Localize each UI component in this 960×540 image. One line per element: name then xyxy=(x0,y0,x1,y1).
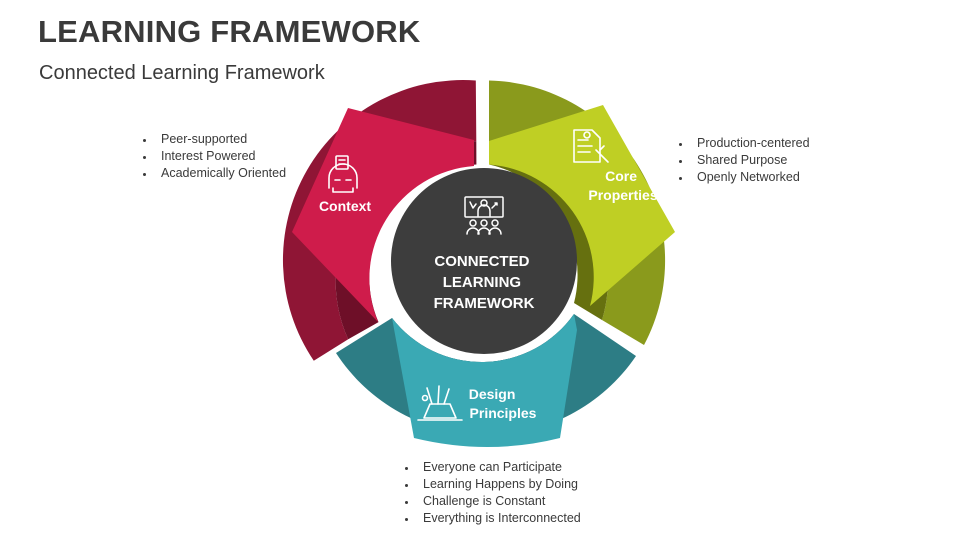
core-inner-ring xyxy=(489,141,609,320)
list-item: Shared Purpose xyxy=(691,152,810,169)
design-principles-bullet-list: Everyone can Participate Learning Happen… xyxy=(397,459,581,527)
list-item: Openly Networked xyxy=(691,169,810,186)
list-item: Learning Happens by Doing xyxy=(417,476,581,493)
list-item: Production-centered xyxy=(691,135,810,152)
list-item: Challenge is Constant xyxy=(417,493,581,510)
core-properties-bullet-list: Production-centered Shared Purpose Openl… xyxy=(671,135,810,186)
head-thinking-icon xyxy=(328,155,358,193)
design-front-panel xyxy=(392,314,577,447)
context-front-panel xyxy=(292,108,474,322)
presentation-audience-icon xyxy=(464,196,504,235)
center-hub[interactable]: CONNECTED LEARNING FRAMEWORK xyxy=(391,168,577,354)
page-subtitle: Connected Learning Framework xyxy=(39,62,325,84)
core-properties-label: Core Properties xyxy=(588,168,657,203)
center-label: CONNECTED LEARNING FRAMEWORK xyxy=(434,253,535,312)
list-item: Peer-supported xyxy=(155,131,286,148)
list-item: Everyone can Participate xyxy=(417,459,581,476)
certificate-document-icon xyxy=(573,129,609,163)
list-item: Academically Oriented xyxy=(155,165,286,182)
core-front-panel xyxy=(489,105,675,306)
context-label: Context xyxy=(319,198,371,214)
list-item: Interest Powered xyxy=(155,148,286,165)
context-bullet-list: Peer-supported Interest Powered Academic… xyxy=(135,131,286,182)
center-circle xyxy=(391,168,577,354)
pencil-cup-icon xyxy=(417,385,463,421)
design-principles-label: Design Principles xyxy=(469,386,537,421)
page-title: LEARNING FRAMEWORK xyxy=(38,14,421,49)
core-properties-segment[interactable]: Core Properties xyxy=(489,80,675,346)
design-principles-segment[interactable]: Design Principles xyxy=(336,314,636,447)
context-segment[interactable]: Context xyxy=(282,80,477,361)
list-item: Everything is Interconnected xyxy=(417,510,581,527)
